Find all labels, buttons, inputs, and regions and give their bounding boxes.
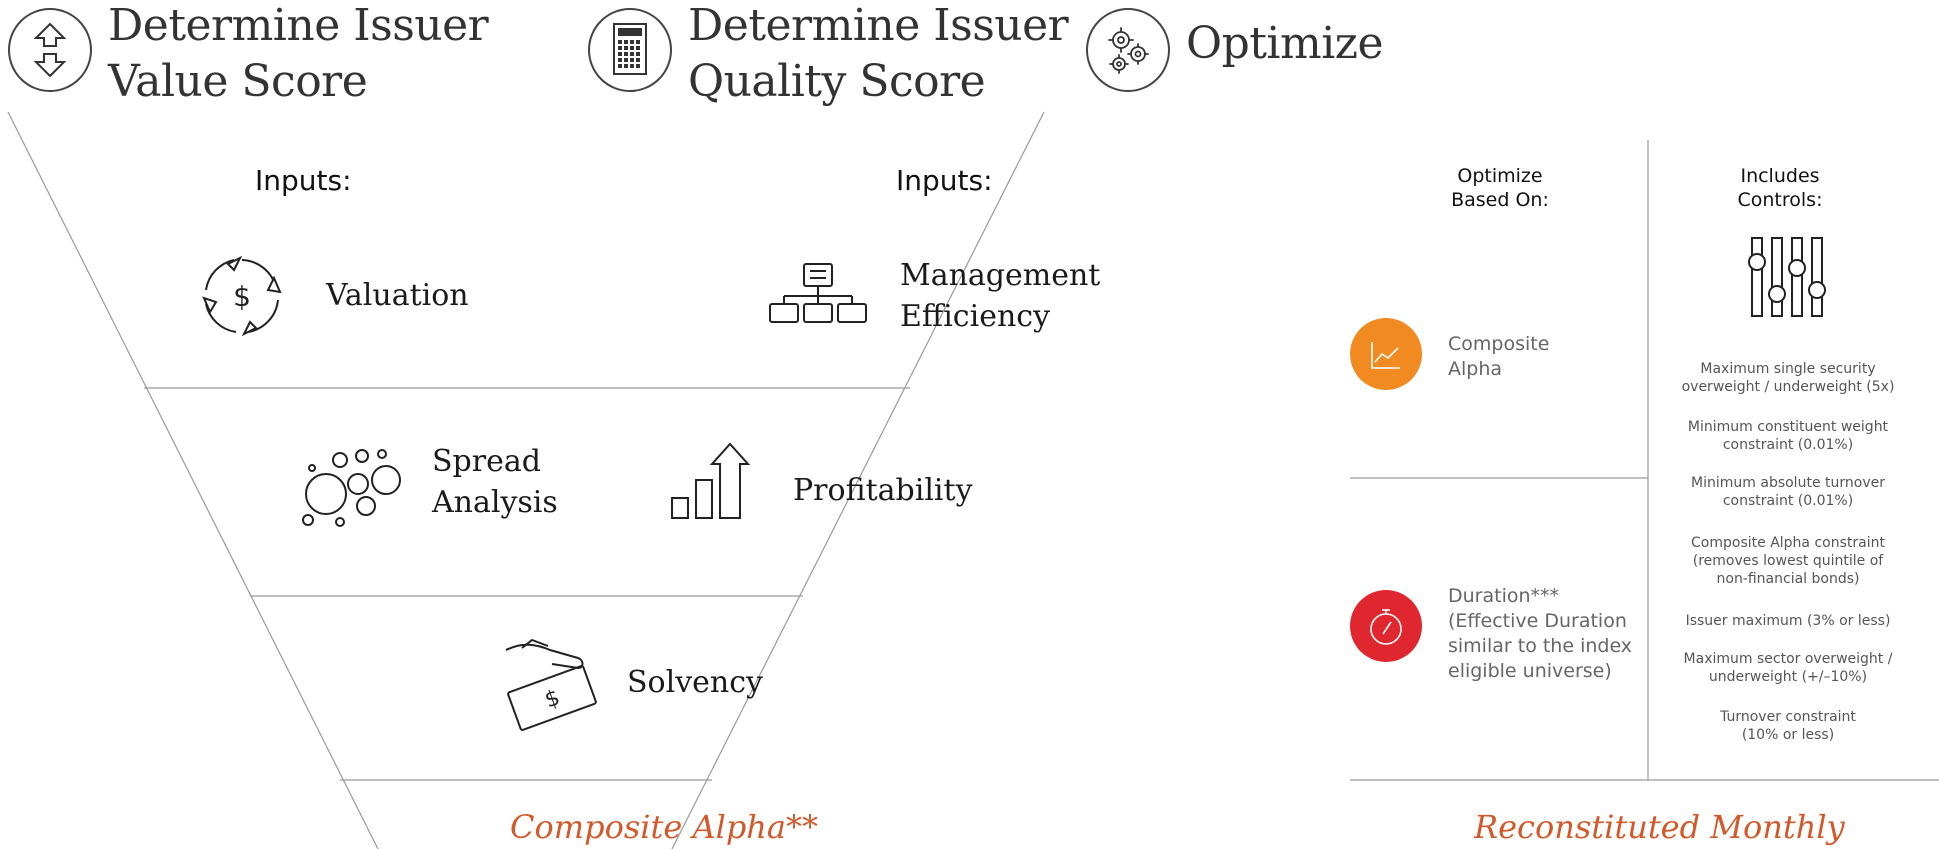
management-efficiency-label: Management Efficiency: [900, 258, 1101, 334]
money-hand-icon: $: [492, 636, 612, 740]
valuation-label: Valuation: [326, 278, 469, 313]
col-head-based-on: Optimize Based On:: [1451, 165, 1549, 211]
org-chart-icon: [766, 258, 870, 334]
solvency-label: Solvency: [627, 665, 763, 700]
reconstituted-monthly-label: Reconstituted Monthly: [1474, 808, 1845, 846]
spread-analysis-label: Spread Analysis: [432, 444, 558, 520]
stopwatch-icon: [1350, 590, 1422, 666]
svg-text:$: $: [542, 685, 564, 713]
calculator-icon: [588, 8, 672, 92]
duration-label: Duration*** (Effective Duration similar …: [1448, 585, 1633, 682]
svg-text:$: $: [233, 280, 251, 313]
optimize-title: Optimize: [1186, 18, 1384, 69]
value-score-title: Determine Issuer Value Score: [108, 0, 489, 107]
bar-growth-icon: [668, 438, 758, 528]
profitability-label: Profitability: [793, 473, 973, 508]
gears-icon: [1086, 8, 1170, 92]
bubbles-icon: [296, 444, 408, 532]
composite-alpha-bottom-label: Composite Alpha**: [510, 808, 818, 846]
dollar-cycle-icon: $: [194, 248, 290, 348]
control-item: Composite Alpha constraint (removes lowe…: [1691, 535, 1885, 587]
control-item: Minimum absolute turnover constraint (0.…: [1691, 475, 1885, 509]
inputs-label-left: Inputs:: [255, 164, 352, 197]
sliders-icon: [1744, 234, 1830, 324]
up-down-arrows-icon: [8, 8, 92, 92]
control-item: Issuer maximum (3% or less): [1685, 613, 1891, 629]
trend-chart-icon: [1350, 318, 1422, 394]
composite-alpha-label: Composite Alpha: [1448, 333, 1550, 380]
control-item: Turnover constraint (10% or less): [1720, 709, 1856, 743]
control-item: Maximum single security overweight / und…: [1681, 361, 1895, 395]
col-head-controls: Includes Controls:: [1737, 165, 1823, 211]
control-item: Maximum sector overweight / underweight …: [1683, 651, 1893, 685]
control-item: Minimum constituent weight constraint (0…: [1687, 419, 1889, 453]
inputs-label-right: Inputs:: [896, 164, 993, 197]
quality-score-title: Determine Issuer Quality Score: [688, 0, 1069, 107]
